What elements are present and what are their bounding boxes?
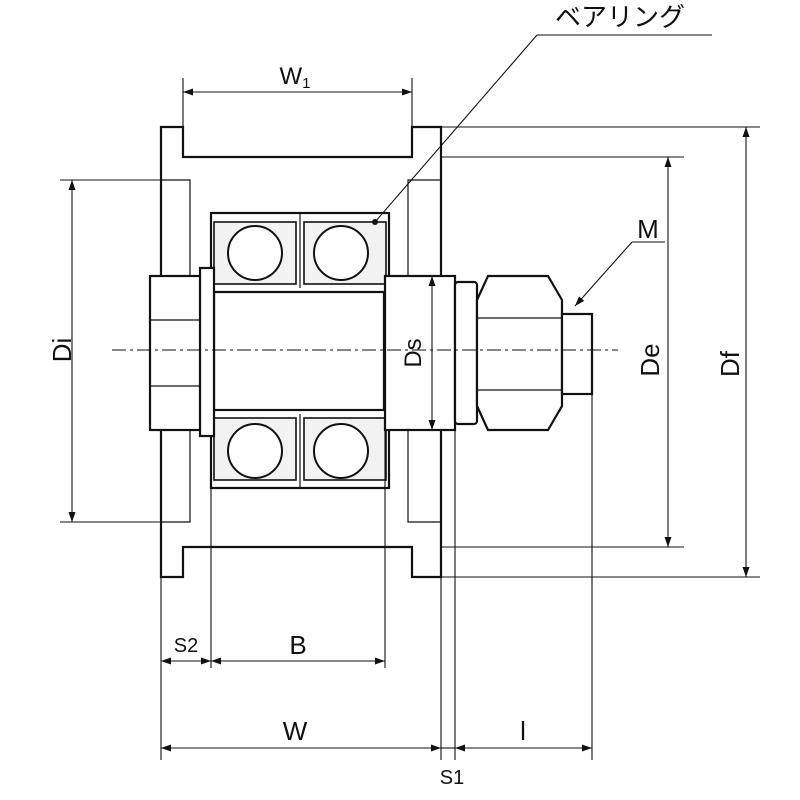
- ball-upper-right: [313, 225, 369, 281]
- l-label: l: [520, 716, 526, 746]
- w-label: W: [283, 716, 308, 746]
- ds-label: Ds: [400, 338, 427, 367]
- b-label: B: [289, 630, 306, 660]
- s1-label: S1: [440, 767, 464, 789]
- m-callout: M: [637, 214, 659, 244]
- thread-end: [560, 312, 594, 396]
- bearing-leader: [374, 34, 538, 223]
- shaft-center: [212, 290, 386, 412]
- hex-nut: [475, 274, 564, 432]
- shaft-head: [148, 274, 208, 432]
- ball-lower-right: [313, 423, 369, 479]
- m-leader: [574, 241, 633, 307]
- shaft-shoulder: [198, 266, 216, 438]
- ball-upper-left: [227, 225, 283, 281]
- de-label: De: [635, 343, 665, 376]
- s2-label: S2: [174, 635, 198, 657]
- ball-lower-left: [227, 423, 283, 479]
- df-label: Df: [715, 350, 745, 377]
- bearing-leader-dot: [372, 219, 378, 225]
- shaft-collar: [383, 274, 457, 432]
- w1-label: W1: [280, 63, 311, 92]
- washer: [453, 280, 479, 426]
- di-label: Di: [47, 338, 77, 363]
- bearing-callout: ベアリング: [555, 2, 685, 32]
